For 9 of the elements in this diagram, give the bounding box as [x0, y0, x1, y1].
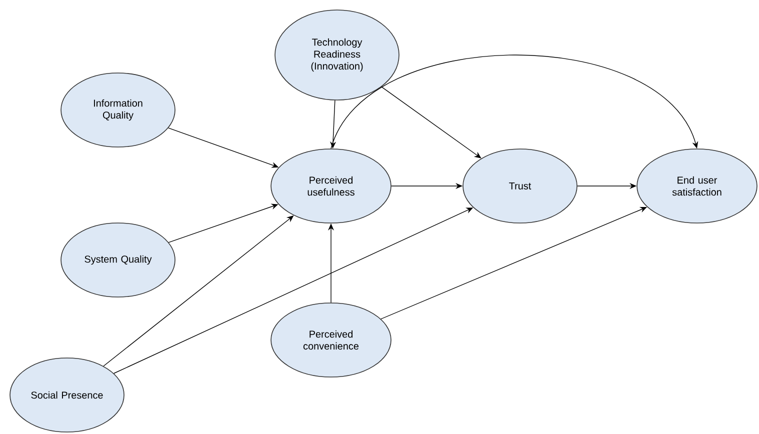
ellipse-node: Technology Readiness (Innovation) — [274, 10, 400, 100]
arrow — [330, 54, 698, 149]
ellipse-node: Information Quality — [60, 72, 176, 148]
ellipse-node: Perceived usefulness — [270, 148, 392, 224]
ellipse-node: Trust — [462, 148, 578, 224]
ellipse-node: Social Presence — [10, 358, 124, 432]
ellipse-node: End user satisfaction — [636, 148, 758, 224]
ellipse-node: System Quality — [60, 222, 176, 298]
ellipse-node: Perceived convenience — [270, 302, 392, 378]
